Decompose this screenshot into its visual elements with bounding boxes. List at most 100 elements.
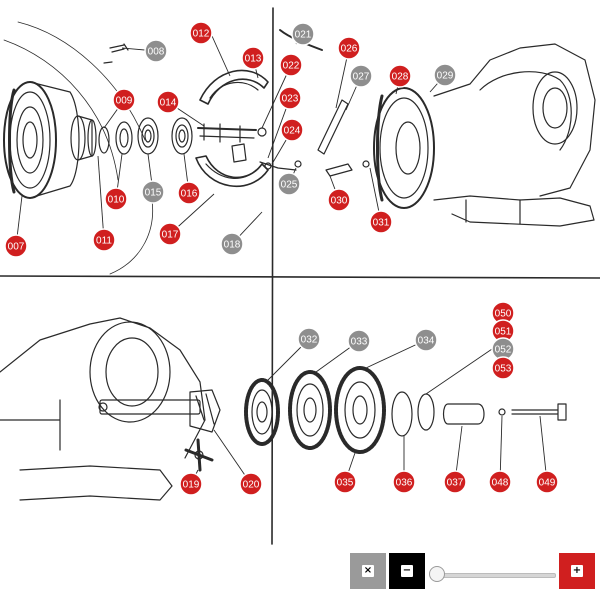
callout-circle-049[interactable]: [535, 470, 559, 494]
callout-label-022[interactable]: 022: [279, 53, 303, 77]
callout-label-013[interactable]: 013: [241, 46, 265, 70]
callout-circle-048[interactable]: [488, 470, 512, 494]
callout-number-031[interactable]: 031: [373, 218, 390, 229]
callout-number-011[interactable]: 011: [96, 236, 112, 247]
callout-label-007[interactable]: 007: [4, 234, 28, 258]
callout-label-037[interactable]: 037: [443, 470, 467, 494]
callout-label-025[interactable]: 025: [277, 172, 301, 196]
callout-number-014[interactable]: 014: [160, 98, 177, 109]
callout-number-053[interactable]: 053: [495, 364, 512, 375]
callout-number-036[interactable]: 036: [396, 478, 413, 489]
callout-circle-023[interactable]: [278, 86, 302, 110]
callout-circle-012[interactable]: [189, 21, 213, 45]
callout-circle-037[interactable]: [443, 470, 467, 494]
callout-number-050[interactable]: 050: [495, 309, 512, 320]
callout-label-035[interactable]: 035: [333, 470, 357, 494]
callout-label-027[interactable]: 027: [349, 64, 373, 88]
callout-label-017[interactable]: 017: [158, 222, 182, 246]
callout-circle-030[interactable]: [327, 188, 351, 212]
callout-number-052[interactable]: 052: [495, 345, 512, 356]
zoom-slider-handle[interactable]: [429, 566, 445, 582]
callout-number-020[interactable]: 020: [243, 480, 260, 491]
callout-circle-029[interactable]: [433, 63, 457, 87]
callout-number-015[interactable]: 015: [145, 188, 162, 199]
callout-number-030[interactable]: 030: [331, 196, 348, 207]
callout-number-007[interactable]: 007: [8, 242, 25, 253]
callout-number-048[interactable]: 048: [492, 478, 509, 489]
callout-circle-031[interactable]: [369, 210, 393, 234]
zoom-in-button[interactable]: +: [559, 553, 595, 589]
callout-circle-053[interactable]: [491, 356, 515, 380]
callout-label-026[interactable]: 026: [337, 36, 361, 60]
callout-number-016[interactable]: 016: [181, 189, 198, 200]
callout-label-014[interactable]: 014: [156, 90, 180, 114]
callout-number-035[interactable]: 035: [337, 478, 354, 489]
callout-circle-033[interactable]: [347, 329, 371, 353]
callout-label-018[interactable]: 018: [220, 232, 244, 256]
callout-number-022[interactable]: 022: [283, 61, 300, 72]
callout-number-032[interactable]: 032: [301, 335, 318, 346]
callout-number-024[interactable]: 024: [284, 126, 301, 137]
callout-label-019[interactable]: 019: [179, 472, 203, 496]
reset-view-button[interactable]: ×: [350, 553, 386, 589]
callout-circle-024[interactable]: [280, 118, 304, 142]
callout-circle-021[interactable]: [291, 22, 315, 46]
zoom-out-button[interactable]: −: [389, 553, 425, 589]
callout-label-028[interactable]: 028: [388, 64, 412, 88]
callout-label-048[interactable]: 048: [488, 470, 512, 494]
callout-label-008[interactable]: 008: [144, 39, 168, 63]
callout-label-016[interactable]: 016: [177, 181, 201, 205]
callout-number-008[interactable]: 008: [148, 47, 165, 58]
callout-circle-036[interactable]: [392, 470, 416, 494]
callout-number-033[interactable]: 033: [351, 337, 368, 348]
callout-label-033[interactable]: 033: [347, 329, 371, 353]
callout-circle-007[interactable]: [4, 234, 28, 258]
callout-circle-028[interactable]: [388, 64, 412, 88]
callout-circle-017[interactable]: [158, 222, 182, 246]
callout-label-030[interactable]: 030: [327, 188, 351, 212]
callout-label-021[interactable]: 021: [291, 22, 315, 46]
callout-number-051[interactable]: 051: [495, 327, 512, 338]
callout-number-049[interactable]: 049: [539, 478, 556, 489]
callout-label-009[interactable]: 009: [112, 88, 136, 112]
callout-number-012[interactable]: 012: [193, 29, 210, 40]
callout-circle-022[interactable]: [279, 53, 303, 77]
callout-label-049[interactable]: 049: [535, 470, 559, 494]
callout-label-011[interactable]: 011: [92, 228, 116, 252]
callout-circle-018[interactable]: [220, 232, 244, 256]
callout-number-013[interactable]: 013: [245, 54, 262, 65]
callout-circle-016[interactable]: [177, 181, 201, 205]
callout-label-053[interactable]: 053: [491, 356, 515, 380]
callout-number-026[interactable]: 026: [341, 44, 358, 55]
callout-label-029[interactable]: 029: [433, 63, 457, 87]
callout-label-010[interactable]: 010: [104, 187, 128, 211]
callout-circle-035[interactable]: [333, 470, 357, 494]
callout-circle-014[interactable]: [156, 90, 180, 114]
callout-number-029[interactable]: 029: [437, 71, 454, 82]
callout-number-025[interactable]: 025: [281, 180, 298, 191]
callout-number-010[interactable]: 010: [108, 195, 125, 206]
callout-number-019[interactable]: 019: [183, 480, 200, 491]
callout-label-015[interactable]: 015: [141, 180, 165, 204]
callout-number-023[interactable]: 023: [282, 94, 299, 105]
callout-label-032[interactable]: 032: [297, 327, 321, 351]
callout-number-009[interactable]: 009: [116, 96, 133, 107]
callout-number-027[interactable]: 027: [353, 72, 370, 83]
callout-label-024[interactable]: 024: [280, 118, 304, 142]
callout-circle-019[interactable]: [179, 472, 203, 496]
callout-circle-027[interactable]: [349, 64, 373, 88]
callout-label-012[interactable]: 012: [189, 21, 213, 45]
zoom-slider-track[interactable]: [434, 573, 556, 578]
callout-circle-008[interactable]: [144, 39, 168, 63]
callout-number-037[interactable]: 037: [447, 478, 464, 489]
callout-circle-015[interactable]: [141, 180, 165, 204]
callout-number-017[interactable]: 017: [162, 230, 179, 241]
callout-label-036[interactable]: 036: [392, 470, 416, 494]
callout-circle-025[interactable]: [277, 172, 301, 196]
callout-number-018[interactable]: 018: [224, 240, 241, 251]
callout-number-028[interactable]: 028: [392, 72, 409, 83]
callout-number-021[interactable]: 021: [295, 30, 312, 41]
callout-circle-009[interactable]: [112, 88, 136, 112]
callout-label-031[interactable]: 031: [369, 210, 393, 234]
callout-circle-034[interactable]: [414, 328, 438, 352]
